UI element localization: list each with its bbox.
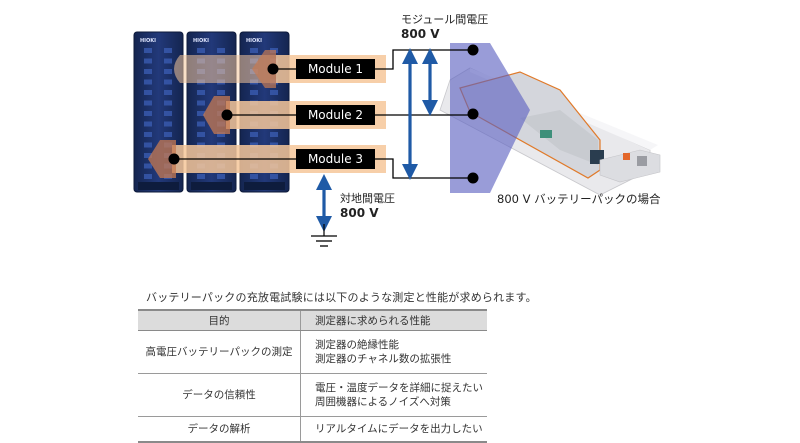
battery-pack-caption: 800 V バッテリーパックの場合: [497, 192, 661, 206]
measurement-zone-overlay: [450, 43, 530, 193]
header-requirements: 測定器に求められる性能: [300, 309, 487, 331]
requirements-cell: 測定器の絶縁性能 測定器のチャネル数の拡張性: [300, 330, 487, 374]
intro-text: バッテリーパックの充放電試験には以下のような測定と性能が求められます。: [146, 291, 537, 304]
measurement-diagram: [133, 31, 661, 247]
module-voltage-value: 800 V: [401, 27, 440, 41]
requirement-item: 周囲機器によるノイズへ対策: [315, 396, 451, 408]
ground-voltage-label: 対地間電圧 800 V: [340, 191, 395, 221]
requirement-item: 電圧・温度データを詳細に捉えたい: [315, 382, 483, 394]
purpose-cell: データの信頼性: [138, 373, 301, 417]
requirement-item: リアルタイムにデータを出力したい: [315, 423, 483, 435]
module-label-2: Module 2: [296, 105, 375, 125]
requirement-item: 測定器の絶縁性能: [315, 339, 399, 351]
requirement-item: 測定器のチャネル数の拡張性: [315, 353, 452, 365]
device-brand-3: HIOKI: [246, 38, 263, 44]
ground-symbol-icon: [311, 235, 337, 247]
table-row: 高電圧バッテリーパックの測定 測定器の絶縁性能 測定器のチャネル数の拡張性: [138, 330, 487, 374]
module-label-3: Module 3: [296, 149, 375, 169]
module-voltage-title: モジュール間電圧: [401, 13, 489, 26]
table-row: データの解析 リアルタイムにデータを出力したい: [138, 416, 487, 443]
device-brand-2: HIOKI: [193, 38, 210, 44]
ground-voltage-value: 800 V: [340, 206, 379, 220]
module-voltage-label: モジュール間電圧 800 V: [401, 12, 488, 42]
purpose-cell: データの解析: [138, 416, 301, 443]
pack-terminal-2: [467, 108, 479, 120]
table-header-row: 目的 測定器に求められる性能: [138, 309, 487, 331]
purpose-cell: 高電圧バッテリーパックの測定: [138, 330, 301, 374]
table-row: データの信頼性 電圧・温度データを詳細に捉えたい 周囲機器によるノイズへ対策: [138, 373, 487, 417]
requirements-cell: リアルタイムにデータを出力したい: [300, 416, 487, 443]
ground-voltage-title: 対地間電圧: [340, 192, 395, 205]
device-brand-1: HIOKI: [140, 38, 157, 44]
requirements-table: 目的 測定器に求められる性能 高電圧バッテリーパックの測定 測定器の絶縁性能 測…: [138, 309, 487, 443]
header-purpose: 目的: [138, 309, 301, 331]
requirements-cell: 電圧・温度データを詳細に捉えたい 周囲機器によるノイズへ対策: [300, 373, 487, 417]
module-label-1: Module 1: [296, 59, 375, 79]
